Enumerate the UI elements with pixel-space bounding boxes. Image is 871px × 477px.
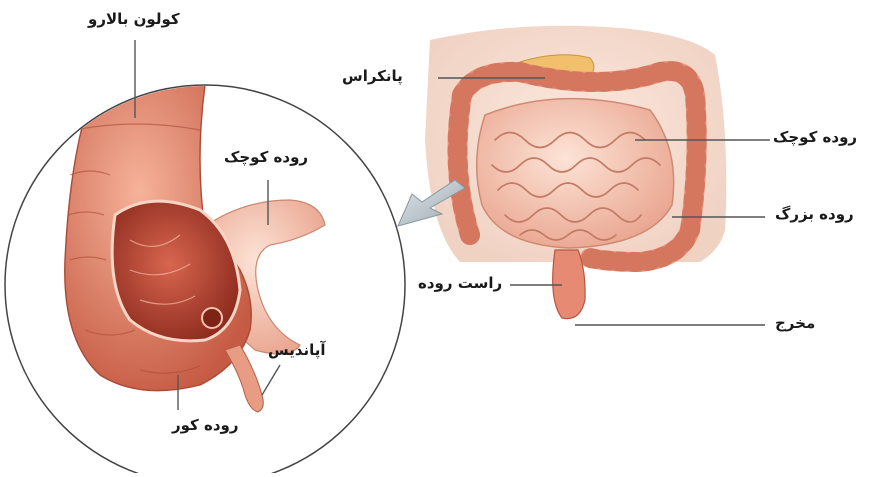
label-small-intestine-zoom: روده کوچک [224,150,308,165]
label-colon-ascending: کولون بالارو [88,12,180,27]
label-large-intestine: روده بزرگ [775,207,854,222]
label-small-intestine: روده کوچک [773,130,857,145]
label-anus: مخرج [775,316,815,331]
label-pancreas: پانکراس [342,69,403,84]
label-cecum: روده کور [172,418,239,433]
label-rectum: راست روده [418,276,502,291]
zoom-circle [5,85,405,473]
label-appendix: آپاندیس [268,343,326,358]
